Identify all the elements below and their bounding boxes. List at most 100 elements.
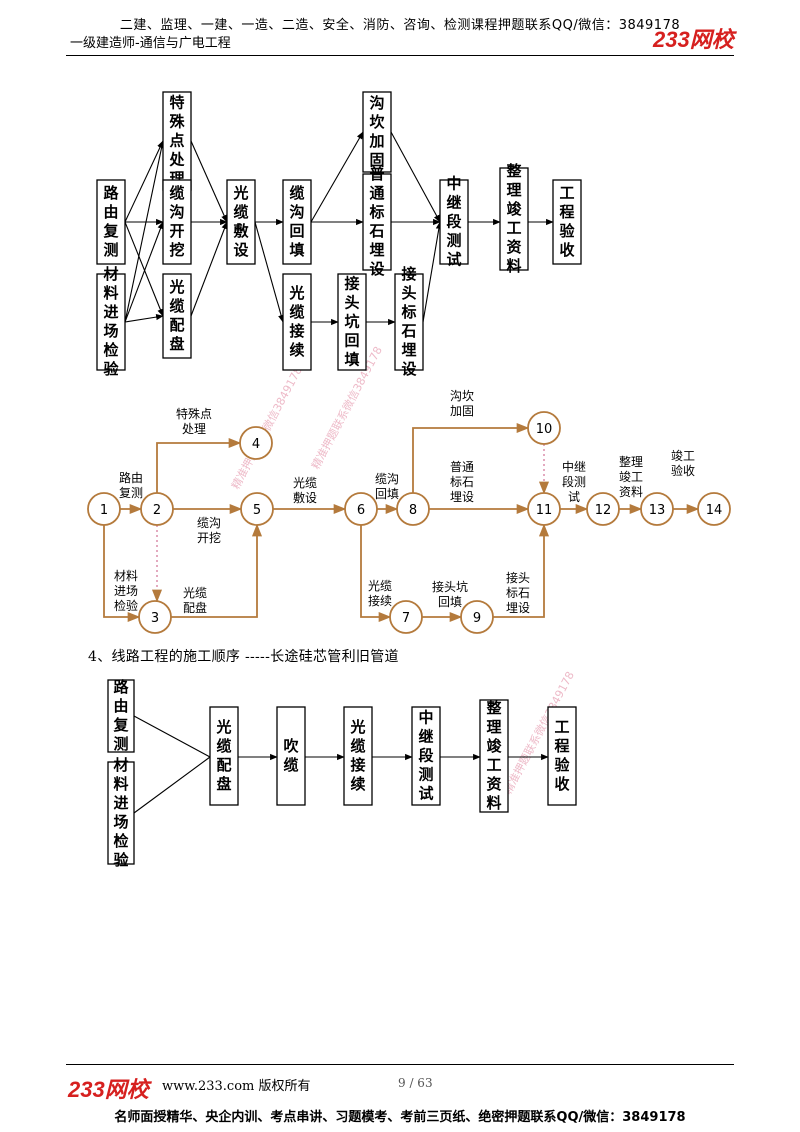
connector-arrow xyxy=(190,140,228,223)
box-joint-pit-backfill: 接头坑回填 xyxy=(337,273,367,371)
network-label-relay-test: 中继段测试 xyxy=(562,459,586,504)
box-blow-cable-label: 吹缆 xyxy=(283,737,299,774)
box-acceptance-label: 工程验收 xyxy=(559,184,575,259)
network-label-joint-marker: 接头标石埋设 xyxy=(506,570,530,615)
network-node: 9 xyxy=(460,600,494,634)
box-route-survey-frame xyxy=(107,679,135,753)
page-number: 9 / 63 xyxy=(398,1076,433,1090)
network-node: 1 xyxy=(87,492,121,526)
network-node: 2 xyxy=(140,492,174,526)
network-label-trench-backfill: 缆沟回填 xyxy=(375,472,399,501)
box-cable-splice-frame xyxy=(343,706,373,806)
box-marker-stone-label: 普通标石埋设 xyxy=(368,165,384,278)
box-material-inspection-frame xyxy=(107,761,135,865)
box-cable-reel: 光缆配盘 xyxy=(162,273,192,359)
box-route-survey: 路由复测 xyxy=(96,179,126,265)
network-label-joint-pit-backfill: 接头坑回填 xyxy=(432,579,468,609)
node-number: 13 xyxy=(649,503,666,518)
network-label-material-inspection: 材料进场检验 xyxy=(114,569,138,613)
node-number: 3 xyxy=(151,611,159,626)
box-relay-test: 中继段测试 xyxy=(439,175,469,269)
box-relay-test: 中继段测试 xyxy=(411,706,441,806)
watermark-text: 精准押题联系微信3849178 xyxy=(228,364,305,492)
node-circle xyxy=(586,492,620,526)
connector-arrow xyxy=(133,715,211,758)
box-as-built-docs-frame xyxy=(499,167,529,271)
footer-copyright: www.233.com 版权所有 xyxy=(162,1079,311,1094)
box-cable-splice-frame xyxy=(282,273,312,371)
logo-233: 233网校 xyxy=(68,1077,149,1102)
network-arrow xyxy=(171,523,263,618)
network-node: 5 xyxy=(240,492,274,526)
node-number: 9 xyxy=(473,611,481,626)
connector-arrow xyxy=(124,221,164,323)
box-acceptance: 工程验收 xyxy=(552,179,582,265)
box-cable-reel-frame xyxy=(209,706,239,806)
network-label-trench-dig: 缆沟开挖 xyxy=(197,516,221,545)
header-subject: 一级建造师-通信与广电工程 xyxy=(70,36,231,51)
box-as-built-docs-label: 整理竣工资料 xyxy=(486,699,502,812)
box-special-point-label: 特殊点处理 xyxy=(168,94,185,188)
header-divider xyxy=(66,55,734,56)
network-arrow xyxy=(493,523,550,618)
node-number: 11 xyxy=(536,503,553,518)
connector-arrow xyxy=(124,140,165,323)
network-label-ditch-slope: 沟坎加固 xyxy=(450,389,474,418)
box-blow-cable-frame xyxy=(276,706,306,806)
box-cable-reel: 光缆配盘 xyxy=(209,706,239,806)
box-cable-lay-label: 光缆敷设 xyxy=(232,184,249,259)
node-circle xyxy=(527,411,561,445)
box-acceptance: 工程验收 xyxy=(547,706,577,806)
network-node: 12 xyxy=(586,492,620,526)
network-node: 8 xyxy=(396,492,430,526)
box-joint-marker-label: 接头标石埋设 xyxy=(400,265,416,378)
box-ditch-slope: 沟坎加固 xyxy=(362,91,392,173)
box-route-survey-label: 路由复测 xyxy=(112,678,129,753)
connector-arrow xyxy=(190,221,228,317)
node-circle xyxy=(396,492,430,526)
box-as-built-docs: 整理竣工资料 xyxy=(499,162,529,275)
box-cable-splice: 光缆接续 xyxy=(282,273,312,371)
box-marker-stone-frame xyxy=(362,173,392,271)
network-label-route-survey: 路由复测 xyxy=(119,470,143,500)
box-relay-test-label: 中继段测试 xyxy=(418,709,433,803)
node-circle xyxy=(344,492,378,526)
node-circle xyxy=(640,492,674,526)
node-circle xyxy=(87,492,121,526)
network-node: 13 xyxy=(640,492,674,526)
network-arrow xyxy=(412,422,530,493)
node-number: 14 xyxy=(706,503,723,518)
network-node: 7 xyxy=(389,600,423,634)
connector-arrow xyxy=(133,756,211,814)
logo-233: 233网校 xyxy=(653,27,734,52)
node-number: 8 xyxy=(409,503,417,518)
node-number: 2 xyxy=(153,503,161,518)
node-circle xyxy=(527,492,561,526)
box-special-point: 特殊点处理 xyxy=(162,91,192,191)
node-number: 5 xyxy=(253,503,261,518)
connector-arrow xyxy=(422,221,442,323)
box-as-built-docs-frame xyxy=(479,699,509,813)
node-circle xyxy=(389,600,423,634)
box-marker-stone: 普通标石埋设 xyxy=(362,165,392,278)
box-acceptance-frame xyxy=(552,179,582,265)
connector-arrow xyxy=(310,131,364,223)
connector-arrow xyxy=(390,131,441,223)
network-node: 14 xyxy=(697,492,731,526)
network-label-special-point: 特殊点处理 xyxy=(176,406,212,436)
node-circle xyxy=(460,600,494,634)
footer-divider xyxy=(66,1064,734,1065)
node-circle xyxy=(239,426,273,460)
box-trench-dig-frame xyxy=(162,179,192,265)
network-node: 4 xyxy=(239,426,273,460)
network-label-acceptance: 竣工验收 xyxy=(671,448,695,478)
node-circle xyxy=(240,492,274,526)
node-circle xyxy=(697,492,731,526)
box-trench-backfill-frame xyxy=(282,179,312,265)
node-number: 10 xyxy=(536,422,553,437)
footer-promo: 名师面授精华、央企内训、考点串讲、习题模考、考前三页纸、绝密押题联系QQ/微信：… xyxy=(114,1110,686,1125)
flowchart-1: 路由复测材料进场检验特殊点处理缆沟开挖光缆配盘光缆敷设缆沟回填光缆接续接头坑回填… xyxy=(96,91,582,378)
